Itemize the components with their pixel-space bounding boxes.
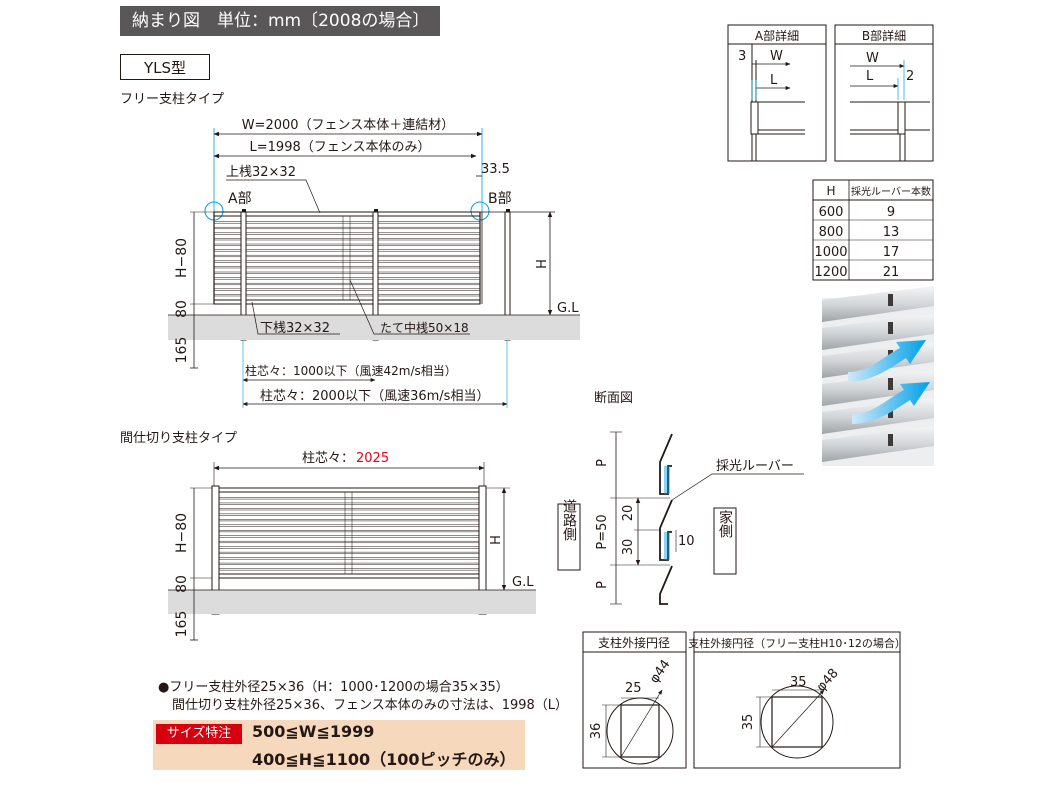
section-30: 30: [621, 539, 636, 556]
free-type-title: フリー支柱タイプ: [120, 92, 224, 107]
free-165-label: 165: [174, 337, 190, 364]
louver-photo-slat: [822, 370, 934, 406]
circle2-title: 支柱外接円径（フリー支柱H10･12の場合）: [688, 636, 906, 650]
louver-row-count: 17: [883, 245, 900, 260]
louver-row-h: 1000: [814, 245, 847, 260]
louver-photo-clip: [888, 434, 893, 446]
partition-165-label: 165: [174, 611, 190, 638]
partition-h80-label: H−80: [174, 513, 190, 553]
partition-ground: [168, 590, 536, 614]
detail-b-title: B部詳細: [862, 28, 906, 43]
circle1-25: 25: [625, 681, 642, 696]
louver-row-count: 21: [883, 265, 900, 280]
partition-fence-body: [218, 487, 480, 579]
pitch1-label: 柱芯々：1000以下（風速42m/s相当）: [245, 363, 457, 378]
drawing-header: 納まり図 単位：mm〔2008の場合〕: [120, 6, 440, 36]
detail-a-title: A部詳細: [755, 28, 799, 43]
upper-rail-leader: [226, 179, 321, 214]
lower-rail-leader: [251, 301, 340, 335]
mid-rail-label: たて中桟50×18: [380, 320, 469, 335]
detail-a-l: L: [770, 73, 778, 88]
louver-photo-slat: [822, 314, 934, 350]
louver-table-header-count: 採光ルーバー本数: [851, 185, 931, 198]
section-20: 20: [621, 505, 636, 522]
post-circle-1: [582, 631, 687, 769]
partition-pitch-value: 2025: [356, 451, 389, 466]
louver-photo-slat: [822, 286, 934, 322]
light-arrow-icon: [848, 340, 926, 382]
louver-table: [812, 179, 934, 281]
type-label: YLS型: [120, 54, 210, 80]
detail-b-l: L: [866, 69, 874, 84]
free-fence-body: [213, 209, 510, 305]
pitch2-label: 柱芯々：2000以下（風速36m/s相当）: [260, 389, 489, 404]
free-h-label: H: [535, 259, 550, 269]
louver-photo-clip: [888, 294, 893, 306]
note-line-1: ●フリー支柱外径25×36（H：1000･1200の場合35×35）: [158, 680, 509, 695]
post-circle-2: [693, 631, 901, 769]
louver-photo-clip: [888, 322, 893, 334]
circle2-35-left: 35: [741, 714, 756, 731]
dim-w-label: W=2000（フェンス本体＋連結材）: [242, 118, 455, 133]
louver-row-count: 9: [887, 205, 895, 220]
louver-row-h: 600: [819, 205, 844, 220]
light-arrow-icon: [852, 382, 930, 424]
partition-80-label: 80: [174, 575, 190, 593]
lower-rail-label: 下桟32×32: [260, 321, 330, 336]
detail-b-2: 2: [906, 69, 914, 84]
upper-rail-label: 上桟32×32: [226, 165, 296, 180]
partition-h-label: H: [489, 535, 504, 545]
section-p50: P=50: [595, 514, 610, 549]
louver-table-header-h: H: [826, 184, 835, 198]
free-left-dims: [190, 211, 214, 369]
circle1-36: 36: [589, 723, 604, 740]
section-drawing: [557, 431, 804, 605]
section-louver-label: 採光ルーバー: [716, 459, 794, 474]
partition-gl-label: G.L: [512, 575, 534, 590]
detail-a-3: 3: [738, 49, 746, 64]
partition-title: 間仕切り支柱タイプ: [120, 431, 237, 446]
section-p-top: P: [595, 459, 610, 467]
circle1-title: 支柱外接円径: [598, 635, 670, 650]
circle2-35-top: 35: [790, 675, 807, 690]
free-posts: [240, 211, 555, 341]
partition-left-dims: [190, 487, 212, 641]
louver-photo-clip: [888, 378, 893, 390]
detail-a-w: W: [770, 49, 783, 64]
louver-photo-slat: [822, 426, 934, 462]
free-80-label: 80: [174, 300, 190, 318]
louver-row-h: 800: [819, 225, 844, 240]
detail-a: [727, 24, 827, 162]
dim-l: L=1998（フェンス本体のみ）: [213, 140, 477, 159]
dim-w: W=2000（フェンス本体＋連結材）: [213, 118, 483, 212]
mid-rail-leader: [349, 279, 470, 335]
size-special-h: 400≦H≦1100（100ピッチのみ）: [252, 750, 516, 769]
louver-photo: [822, 286, 934, 466]
louver-row-h: 1200: [814, 265, 847, 280]
section-p-bottom: P: [595, 581, 610, 589]
note-line-2: 間仕切り支柱外径25×36、フェンス本体のみの寸法は、1998（L）: [172, 698, 569, 713]
detail-b-w: W: [866, 51, 879, 66]
part-b-label: B部: [488, 191, 512, 207]
dim-33-5: 33.5: [481, 162, 510, 177]
section-10: 10: [678, 534, 695, 549]
partition-pitch-prefix: 柱芯々：: [302, 451, 354, 466]
road-side-label: 道路側: [561, 499, 577, 541]
size-special-tag: サイズ特注: [156, 724, 242, 744]
section-title: 断面図: [594, 391, 633, 406]
part-a-label: A部: [228, 191, 252, 207]
detail-b: [834, 24, 934, 162]
free-h80-label: H−80: [174, 238, 190, 278]
dim-l-label: L=1998（フェンス本体のみ）: [250, 140, 431, 155]
louver-row-count: 13: [883, 225, 900, 240]
house-side-label: 家側: [717, 509, 733, 538]
free-gl-label: G.L: [557, 301, 579, 316]
free-ground: [168, 315, 580, 340]
size-special-w: 500≦W≦1999: [252, 722, 375, 741]
